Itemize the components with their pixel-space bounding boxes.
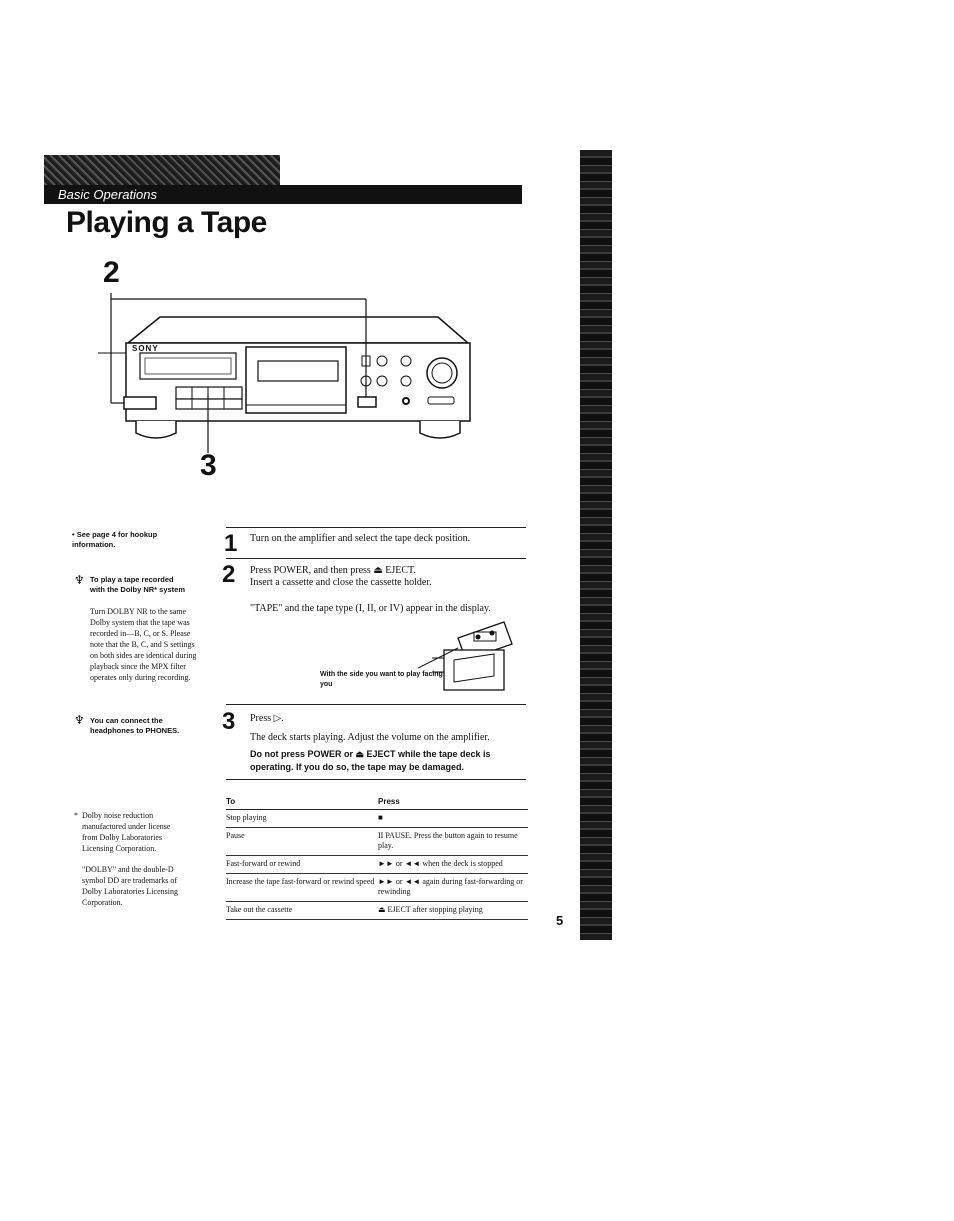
table-cell-press: ►► or ◄◄ when the deck is stopped (378, 855, 528, 874)
section-label: Basic Operations (58, 187, 157, 202)
table-row: Take out the cassette ⏏ EJECT after stop… (226, 901, 528, 920)
step-3-number: 3 (222, 708, 236, 735)
table-cell-press: ►► or ◄◄ again during fast-forwarding or… (378, 873, 528, 902)
footnote-dolby-license: *Dolby noise reduction manufactured unde… (74, 811, 171, 853)
table-cell-press: II PAUSE. Press the button again to resu… (378, 827, 528, 856)
table-row: Stop playing ■ (226, 809, 528, 828)
brand-label: SONY (132, 344, 159, 353)
tip-icon: ♆ (74, 573, 85, 587)
divider (226, 558, 526, 559)
step-2-number: 2 (222, 561, 236, 588)
table-cell-press: ⏏ EJECT after stopping playing (378, 901, 528, 920)
table-cell-to: Take out the cassette (226, 901, 378, 920)
step-3-line-1: Press ▷. (250, 713, 284, 724)
phones-note: You can connect the headphones to PHONES… (90, 716, 180, 735)
bullet-icon: • (72, 530, 77, 539)
tip-icon: ♆ (74, 713, 85, 727)
table-cell-to: Stop playing (226, 809, 378, 828)
table-cell-to: Increase the tape fast-forward or rewind… (226, 873, 378, 902)
table-cell-press: ■ (378, 809, 528, 828)
table-row: Increase the tape fast-forward or rewind… (226, 873, 528, 902)
table-cell-to: Fast-forward or rewind (226, 855, 378, 874)
tape-deck-illustration (98, 293, 471, 453)
table-header-row: To Press (226, 795, 528, 810)
step-3-warning: Do not press POWER or ⏏ EJECT while the … (250, 749, 491, 772)
table-row: Fast-forward or rewind ►► or ◄◄ when the… (226, 855, 528, 874)
step-2-line-3: "TAPE" and the tape type (I, II, or IV) … (250, 603, 491, 614)
step-3-line-2: The deck starts playing. Adjust the volu… (250, 732, 490, 743)
table-cell-to: Pause (226, 827, 378, 856)
header-texture (44, 155, 280, 187)
divider (226, 704, 526, 705)
figure-label-2: 2 (103, 256, 120, 289)
dolby-body: Turn DOLBY NR to the same Dolby system t… (90, 607, 197, 682)
page-title: Playing a Tape (66, 206, 267, 239)
step-2-line-1: Press POWER, and then press ⏏ EJECT. (250, 565, 416, 576)
divider (226, 779, 526, 780)
page-edge-strip (580, 150, 612, 940)
insert-caption: With the side you want to play facing yo… (320, 671, 443, 688)
dolby-heading: To play a tape recorded with the Dolby N… (90, 575, 186, 594)
figure-label-3: 3 (200, 449, 217, 482)
column-header-to: To (226, 795, 378, 810)
cassette-insert-illustration (418, 621, 513, 691)
step-1-number: 1 (224, 530, 238, 557)
footnote-dolby-trademark: "DOLBY" and the double-D symbol DD are t… (82, 865, 178, 907)
table-row: Pause II PAUSE. Press the button again t… (226, 827, 528, 856)
section-header-bar (44, 185, 522, 204)
step-1-text: Turn on the amplifier and select the tap… (250, 533, 471, 544)
hookup-note: • See page 4 for hookup information. (72, 530, 158, 549)
column-header-press: Press (378, 795, 528, 810)
divider (226, 527, 526, 528)
page-number: 5 (556, 913, 564, 928)
operations-table: To Press Stop playing ■ Pause II PAUSE. … (226, 795, 528, 920)
step-2-line-2: Insert a cassette and close the cassette… (250, 577, 432, 588)
